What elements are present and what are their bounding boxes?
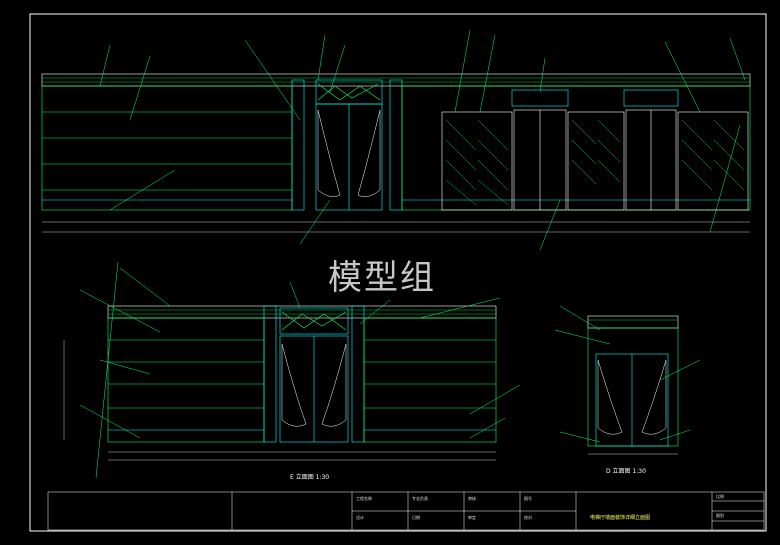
top-elevation	[41, 73, 751, 233]
watermark-text: 模型组	[328, 258, 436, 298]
leader-lines-top	[99, 29, 746, 251]
tb-cell-8: 校对	[524, 515, 532, 520]
drawing-frame	[29, 13, 767, 532]
tb-cell-10: 图别	[716, 513, 724, 518]
tb-cell-4: 图号	[524, 496, 532, 501]
tb-cell-6: 日期	[412, 515, 420, 520]
tb-cell-3: 审核	[468, 496, 476, 501]
leader-lines-e	[79, 261, 521, 479]
tb-cell-9: 比例	[716, 494, 724, 499]
tb-cell-5: 设计	[356, 515, 364, 520]
drawing-title: 电梯厅墙面装饰详细立面图	[590, 515, 651, 521]
d-elevation-label: D 立面图 1:30	[606, 468, 646, 475]
title-block	[47, 491, 765, 531]
d-elevation	[587, 315, 679, 455]
tb-cell-1: 工程名称	[356, 496, 372, 501]
hatch-pattern-top	[445, 119, 745, 206]
tb-cell-2: 专业负责	[412, 496, 428, 501]
leader-lines-d	[554, 305, 701, 443]
e-elevation	[63, 305, 497, 461]
e-elevation-label: E 立面图 1:30	[290, 474, 330, 481]
tb-cell-7: 审定	[468, 515, 476, 520]
